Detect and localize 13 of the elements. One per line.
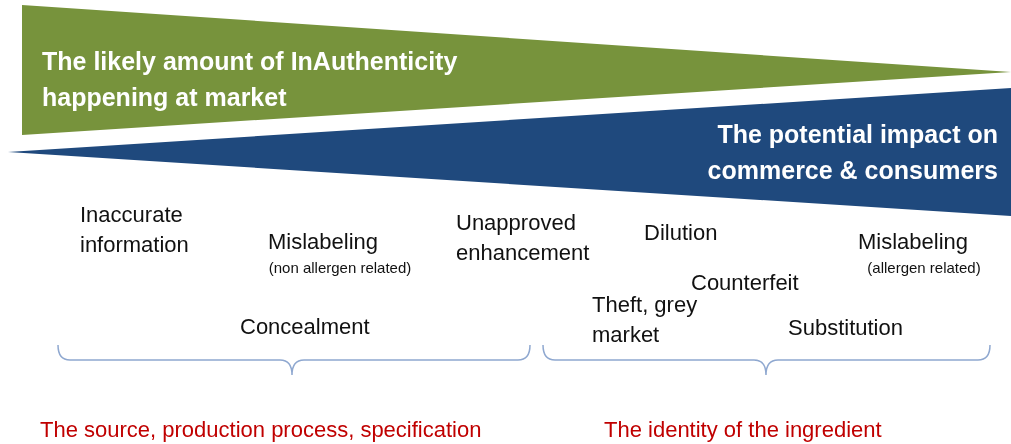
- category-label: Unapproved enhancement: [456, 209, 591, 267]
- group-caption: The source, production process, specification: [40, 416, 483, 444]
- banner-title: The likely amount of InAuthenticity happening at market: [42, 46, 459, 113]
- banner-title: The potential impact on commerce & consumers: [706, 119, 998, 186]
- note-label: (non allergen related): [267, 258, 413, 278]
- category-label: Mislabeling: [268, 228, 380, 256]
- category-label: Inaccurate information: [80, 201, 190, 259]
- group-caption: The identity of the ingredient: [604, 416, 883, 444]
- category-label: Dilution: [644, 219, 719, 247]
- category-label: Substitution: [788, 314, 904, 342]
- category-label: Mislabeling: [858, 228, 970, 256]
- note-label: (allergen related): [866, 258, 982, 278]
- category-label: Concealment: [240, 313, 371, 341]
